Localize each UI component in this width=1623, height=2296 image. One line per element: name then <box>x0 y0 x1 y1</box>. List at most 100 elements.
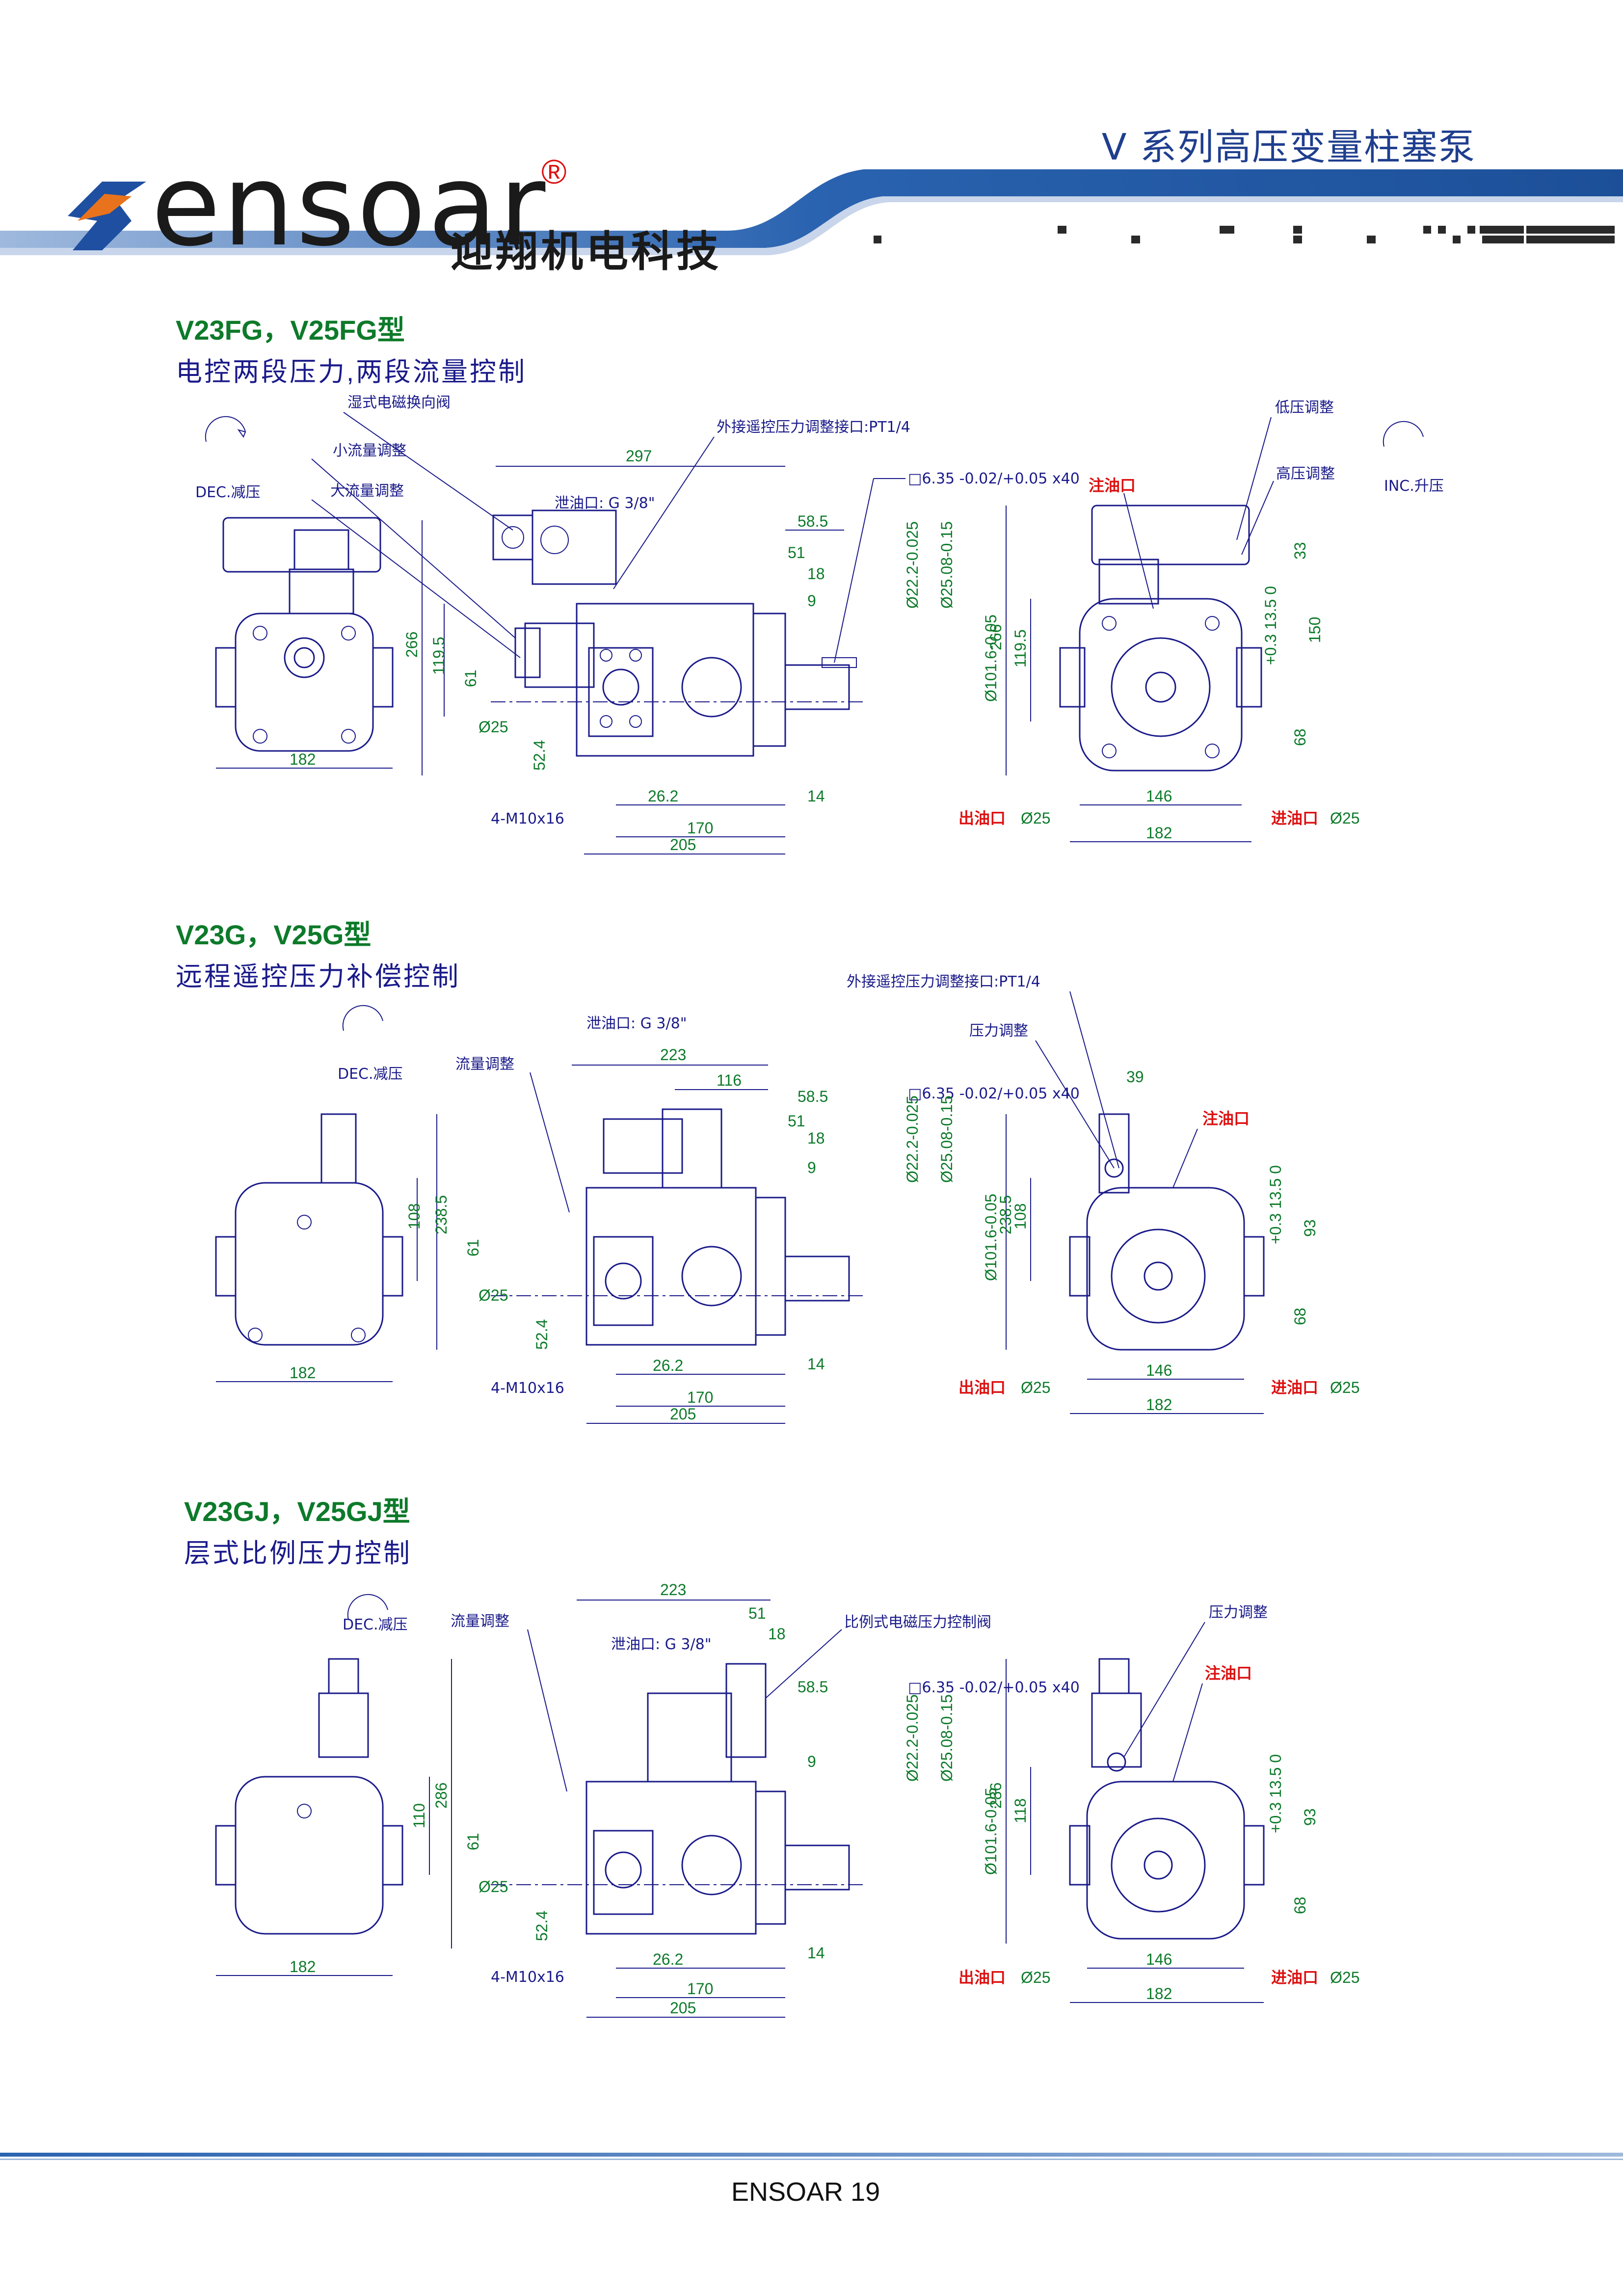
s1-remote-label: 外接遥控压力调整接口:PT1/4 <box>717 419 910 436</box>
s3-dim-223: 223 <box>660 1581 686 1599</box>
s1-outlet-label: 出油口 <box>958 809 1006 828</box>
s3-fill-port-label: 注油口 <box>1205 1664 1252 1682</box>
section-2-model: V23G，V25G型 <box>176 919 372 950</box>
s2-inlet-label: 进油口 <box>1271 1378 1318 1397</box>
s2-left-view: DEC.减压 182 238.5 108 <box>215 1005 450 1382</box>
s1-dim-297: 297 <box>626 447 652 465</box>
s2-dim-182: 182 <box>290 1364 316 1382</box>
page-footer: ENSOAR 19 <box>731 2177 880 2207</box>
s3-right-dim-146: 146 <box>1146 1950 1172 1968</box>
s1-dim-9: 9 <box>807 592 816 610</box>
s1-dim-26-2: 26.2 <box>648 787 678 805</box>
s3-prop-valve-label: 比例式电磁压力控制阀 <box>844 1614 991 1631</box>
s2-shaft-2: Ø25.08-0.15 <box>938 1095 956 1183</box>
s3-left-view: DEC.减压 182 286 110 <box>215 1594 452 1976</box>
s3-key-label: □6.35 -0.02/+0.05 x40 <box>908 1679 1080 1696</box>
section-1-model: V23FG，V25FG型 <box>176 315 405 346</box>
s3-flow-label: 流量调整 <box>451 1613 509 1630</box>
s1-dec-label: DEC.减压 <box>195 484 261 501</box>
s1-dim-14: 14 <box>807 787 825 805</box>
s3-right-view <box>1069 1658 1265 1940</box>
s1-drain-label: 泄油口: G 3/8" <box>555 495 655 512</box>
s1-right-dim-13-5: +0.3 13.5 0 <box>1262 586 1279 665</box>
s3-dim-51: 51 <box>748 1604 766 1622</box>
s1-right-dim-33: 33 <box>1291 542 1309 560</box>
decorative-dots <box>874 226 1615 243</box>
s3-dim-14: 14 <box>807 1944 825 1962</box>
section-2-description: 远程遥控压力补偿控制 <box>176 962 460 991</box>
s1-dim-182: 182 <box>290 750 316 768</box>
s2-dim-108: 108 <box>405 1203 423 1229</box>
s2-shaft-3: Ø101.6-0.05 <box>982 1194 1000 1281</box>
s3-dim-205: 205 <box>670 1999 696 2017</box>
section-1-heading: V23FG，V25FG型 电控两段压力,两段流量控制 <box>176 308 527 389</box>
logo-mark-icon <box>68 182 146 250</box>
drawing-section-1: DEC.减压 182 266 119.5 湿式电磁换向阀 小流量调整 大流量调整 <box>195 394 1444 854</box>
registered-mark: ® <box>541 153 567 191</box>
s3-right-dim-118: 118 <box>1011 1798 1029 1823</box>
s2-dec-label: DEC.减压 <box>338 1066 403 1083</box>
s2-outlet-phi: Ø25 <box>1021 1379 1050 1396</box>
series-title: V 系列高压变量柱塞泵 <box>1101 126 1476 168</box>
s1-dim-61: 61 <box>462 669 479 687</box>
s1-inc-label: INC.升压 <box>1384 478 1444 495</box>
s2-right-dim-146: 146 <box>1146 1362 1172 1379</box>
s2-side-view <box>491 1108 864 1346</box>
section-3-heading: V23GJ，V25GJ型 层式比例压力控制 <box>184 1490 412 1570</box>
s2-dim-116: 116 <box>717 1071 742 1089</box>
logo-wordmark: ensoar <box>151 140 548 271</box>
s2-right-dim-238-5: 238.5 <box>997 1195 1014 1234</box>
s2-flow-label: 流量调整 <box>455 1056 514 1073</box>
s1-key-label: □6.35 -0.02/+0.05 x40 <box>908 470 1080 487</box>
s1-shaft-2: Ø25.08-0.15 <box>938 521 956 609</box>
s2-right-dim-39: 39 <box>1126 1068 1144 1086</box>
s3-dim-110: 110 <box>410 1803 428 1828</box>
s3-inlet-label: 进油口 <box>1271 1968 1318 1987</box>
footer-rule <box>0 2153 1623 2160</box>
s2-fill-port-label: 注油口 <box>1202 1109 1250 1128</box>
s2-drain-label: 泄油口: G 3/8" <box>586 1015 687 1032</box>
s1-dim-58-5: 58.5 <box>798 512 828 530</box>
s1-large-flow-label: 大流量调整 <box>330 482 404 500</box>
s1-right-dim-119-5: 119.5 <box>1011 629 1029 667</box>
s2-right-dim-68: 68 <box>1291 1308 1309 1325</box>
s2-key-label: □6.35 -0.02/+0.05 x40 <box>908 1085 1080 1102</box>
s3-right-dim-93: 93 <box>1301 1808 1319 1826</box>
s1-side-view <box>491 509 864 757</box>
s2-outlet-label: 出油口 <box>958 1378 1006 1397</box>
s3-shaft-3: Ø101.6-0.05 <box>982 1788 1000 1875</box>
s1-outlet-phi: Ø25 <box>1021 809 1050 827</box>
s1-small-flow-label: 小流量调整 <box>333 442 406 459</box>
s2-shaft-1: Ø22.2-0.025 <box>904 1095 921 1183</box>
s2-remote-label: 外接遥控压力调整接口:PT1/4 <box>847 973 1040 990</box>
s3-dim-9: 9 <box>807 1753 816 1770</box>
section-3-description: 层式比例压力控制 <box>184 1539 412 1568</box>
s1-right-dim-68: 68 <box>1291 728 1309 746</box>
s2-dim-14: 14 <box>807 1355 825 1373</box>
s2-dim-58-5: 58.5 <box>798 1088 828 1105</box>
s3-dim-286: 286 <box>432 1783 450 1809</box>
s1-right-dim-150: 150 <box>1306 617 1324 643</box>
section-3-model: V23GJ，V25GJ型 <box>184 1496 410 1527</box>
s3-right-dim-68: 68 <box>1291 1896 1309 1914</box>
s2-dim-170: 170 <box>687 1388 713 1406</box>
s2-dim-51: 51 <box>788 1112 805 1130</box>
s1-dim-51: 51 <box>788 544 805 561</box>
s1-left-view: DEC.减压 182 266 119.5 <box>195 416 448 775</box>
s3-outlet-phi: Ø25 <box>1021 1969 1050 1986</box>
s1-low-pressure-label: 低压调整 <box>1275 399 1334 416</box>
s3-right-dim-13-5: +0.3 13.5 0 <box>1267 1754 1284 1833</box>
s3-drain-label: 泄油口: G 3/8" <box>611 1636 712 1653</box>
s3-inlet-phi: Ø25 <box>1330 1969 1359 1986</box>
s2-right-dim-108: 108 <box>1011 1203 1029 1229</box>
drawing-section-3: DEC.减压 182 286 110 流量调整 223 51 18 泄油口: G… <box>215 1581 1359 2018</box>
s1-dim-170: 170 <box>687 819 713 837</box>
s2-dim-223: 223 <box>660 1046 686 1064</box>
s3-dim-61: 61 <box>464 1833 482 1850</box>
s2-dim-238-5: 238.5 <box>432 1195 450 1234</box>
s1-shaft-1: Ø22.2-0.025 <box>904 521 921 609</box>
s2-right-dim-93: 93 <box>1301 1219 1319 1237</box>
s3-dim-26-2: 26.2 <box>653 1950 683 1968</box>
s1-right-dim-146: 146 <box>1146 787 1172 805</box>
s3-dim-18: 18 <box>768 1625 786 1643</box>
